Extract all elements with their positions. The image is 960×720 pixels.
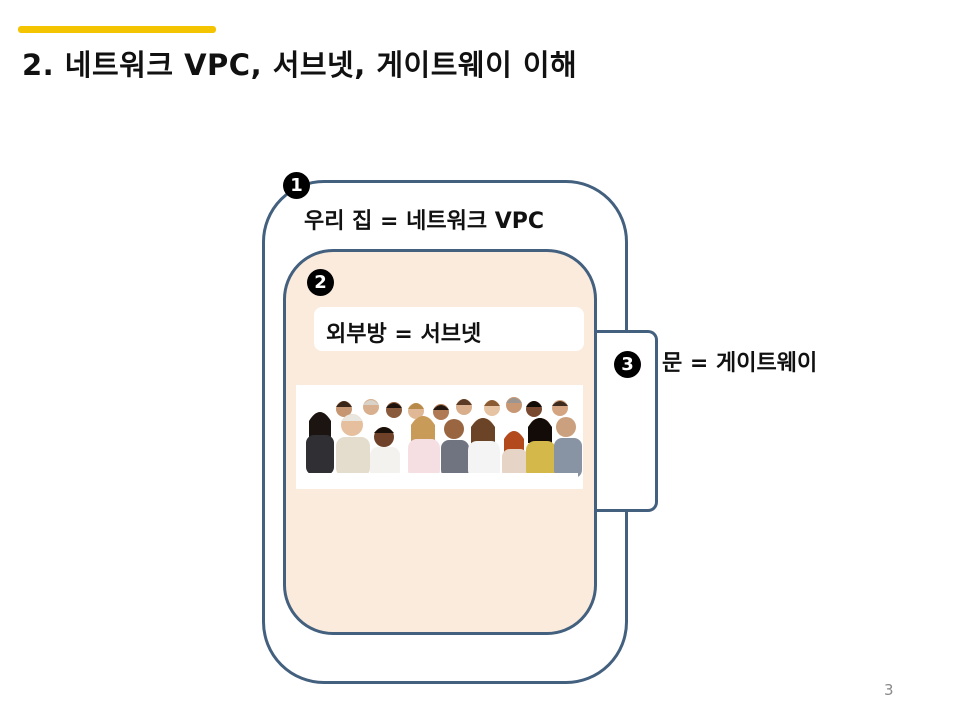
gateway-number-badge: 3 (614, 351, 641, 378)
subnet-label: 외부방 = 서브넷 (326, 322, 482, 347)
subnet-number-badge: 2 (307, 269, 334, 296)
vpc-label: 우리 집 = 네트워크 VPC (304, 209, 545, 234)
subnet-label-box (314, 307, 584, 351)
vpc-number-badge: 1 (283, 172, 310, 199)
gateway-label: 문 = 게이트웨이 (662, 351, 818, 376)
people-illustration (296, 385, 583, 489)
group-of-people-photo (296, 385, 583, 489)
slide-title: 2. 네트워크 VPC, 서브넷, 게이트웨이 이해 (22, 48, 578, 82)
page-number: 3 (884, 681, 894, 699)
title-accent-bar (18, 26, 216, 33)
